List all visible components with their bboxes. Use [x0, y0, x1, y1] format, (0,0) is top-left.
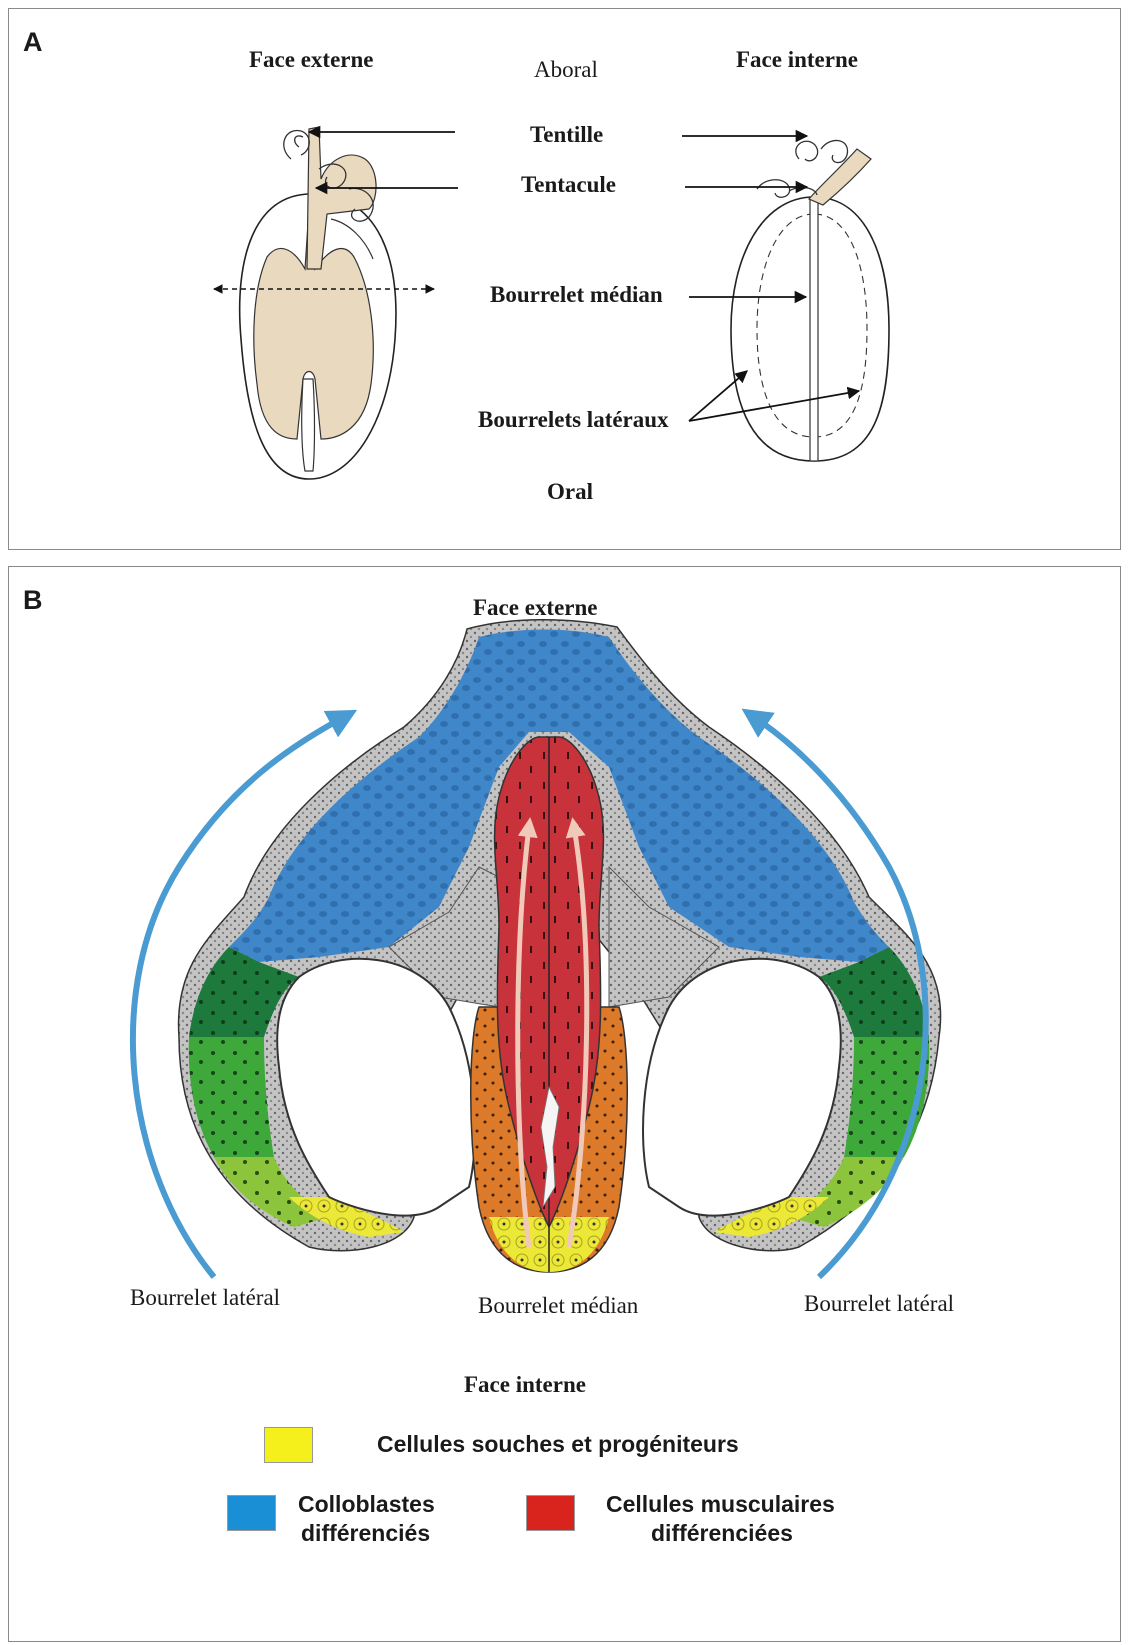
legend-label-stem-cells: Cellules souches et progéniteurs: [377, 1431, 739, 1458]
panel-b-section-drawing: [9, 567, 1122, 1643]
legend-label-colloblasts-2: différenciés: [301, 1520, 430, 1547]
legend-swatch-muscle-cells: [526, 1495, 575, 1531]
legend-label-muscle-2: différenciées: [651, 1520, 793, 1547]
label-bourrelet-lateral-right: Bourrelet latéral: [804, 1291, 954, 1317]
label-bourrelet-lateral-left: Bourrelet latéral: [130, 1285, 280, 1311]
legend-label-muscle-1: Cellules musculaires: [606, 1491, 835, 1518]
panel-a: A Face externe Aboral Face interne Tenti…: [8, 8, 1121, 550]
organism-face-externe: [214, 127, 434, 479]
legend-swatch-stem-cells: [264, 1427, 313, 1463]
organism-face-interne: [731, 140, 889, 461]
panel-a-drawing: [9, 9, 1122, 551]
legend-swatch-colloblasts: [227, 1495, 276, 1531]
legend-label-colloblasts-1: Colloblastes: [298, 1491, 435, 1518]
label-bourrelet-median-b: Bourrelet médian: [478, 1293, 638, 1319]
label-face-interne-b: Face interne: [464, 1372, 586, 1398]
panel-b: B Face externe: [8, 566, 1121, 1642]
